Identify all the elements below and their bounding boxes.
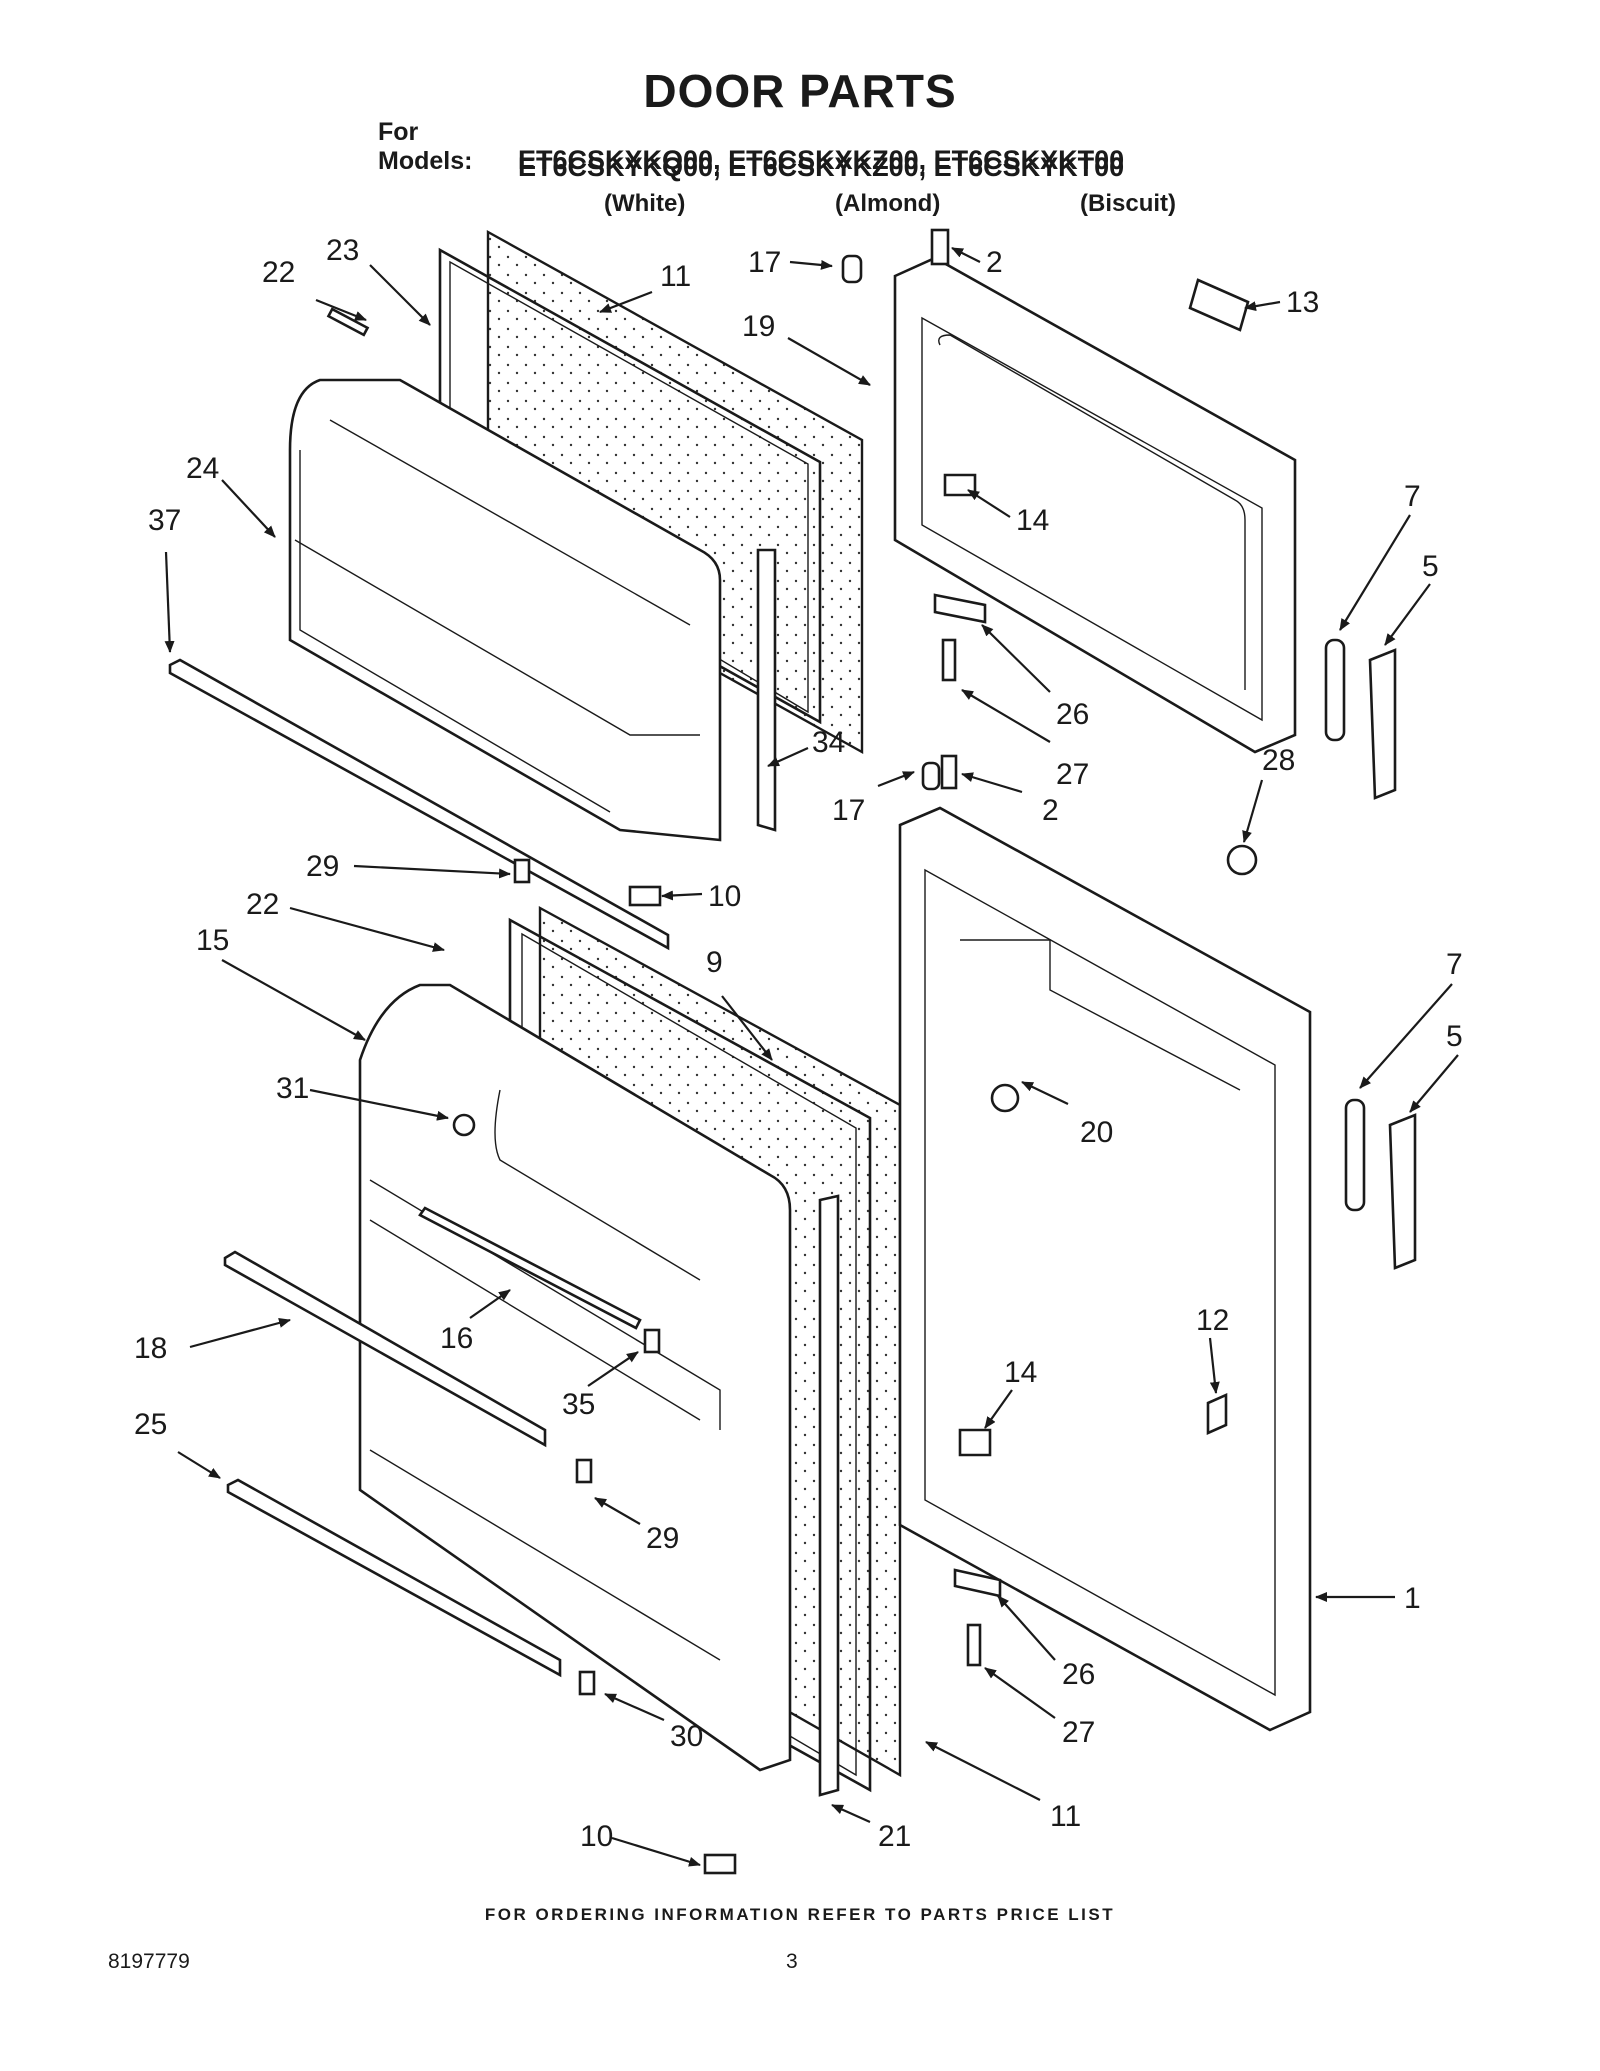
fresh-food-inner-liner [358,983,792,1772]
fresh-food-outer-door [628,754,1417,1875]
callout-7: 7 [1404,480,1421,513]
callout-22: 22 [262,256,295,289]
screw-10-lower [703,1853,737,1875]
callout-27: 27 [1062,1716,1095,1749]
callout-12: 12 [1196,1304,1229,1337]
callout-24: 24 [186,452,219,485]
fresh-food-handle-gasket [1344,1098,1366,1212]
freezer-bar-end-cap [513,858,531,884]
freezer-hinge-screw [941,638,957,682]
ordering-note: FOR ORDERING INFORMATION REFER TO PARTS … [484,1905,1116,1924]
callout-14: 14 [1004,1356,1037,1389]
leader-lines [164,247,1459,1867]
fresh-food-door-handle [1388,1113,1417,1270]
callout-14: 14 [1016,504,1049,537]
callout-16: 16 [440,1322,473,1355]
callout-17: 17 [832,794,865,827]
door-stop-31 [452,1113,476,1137]
hinge-cover-12 [1206,1392,1228,1436]
freezer-door-handle [1368,648,1397,800]
callout-30: 30 [670,1720,703,1753]
document-number: 8197779 [108,1950,190,1973]
fresh-food-hinge-pin [921,761,941,791]
fresh-food-hinge-screw [966,1623,982,1667]
fresh-food-shelf-bar-upper [223,1250,547,1448]
freezer-retainer-strip [326,307,370,337]
callout-labels: 22 23 11 17 2 13 19 24 37 14 7 5 26 27 3… [134,234,1463,1853]
freezer-top-hinge-screw [930,228,950,266]
callout-29: 29 [306,850,339,883]
callout-5: 5 [1446,1020,1463,1053]
bar-end-cap-35 [643,1328,661,1354]
callout-31: 31 [276,1072,309,1105]
color-biscuit: (Biscuit) [1080,190,1176,217]
model-list: For Models: ET6CSKXKQ00, ET6CSKXKZ00, ET6… [378,118,1125,182]
callout-2: 2 [986,246,1003,279]
callout-13: 13 [1286,286,1319,319]
screw-10-upper [628,885,662,907]
fresh-food-hinge-bracket [958,1428,992,1457]
freezer-bottom-hinge [933,593,987,624]
callout-11: 11 [1050,1800,1081,1833]
page-number: 3 [786,1950,798,1973]
model-line-1: ET6CSKXKQ00, ET6CSKXKZ00, ET6CSKXKT00 [518,145,1125,175]
callout-27: 27 [1056,758,1089,791]
fresh-food-top-hinge-screw [940,754,958,790]
fresh-food-shelf-bar-lower [226,1478,562,1678]
callout-11: 11 [660,260,691,293]
callout-20: 20 [1080,1116,1113,1149]
callout-26: 26 [1062,1658,1095,1691]
callout-10: 10 [580,1820,613,1853]
fresh-food-liner-trim [818,1194,840,1797]
callout-29: 29 [646,1522,679,1555]
freezer-liner-trim [756,548,777,832]
callout-25: 25 [134,1408,167,1441]
callout-28: 28 [1262,744,1295,777]
model-line-2: ET6CSKYKQ00, ET6CSKYKZ00, ET6CSKYKT00 [518,152,1125,182]
callout-2: 2 [1042,794,1059,827]
callout-1: 1 [1404,1582,1421,1615]
freezer-handle-gasket [1324,638,1346,742]
bar-end-cap-29 [575,1458,593,1484]
header: DOOR PARTS For Models: ET6CSKXKQ00, ET6CS… [0,0,1600,230]
callout-35: 35 [562,1388,595,1421]
callout-10: 10 [708,880,741,913]
callout-26: 26 [1056,698,1089,731]
callout-7: 7 [1446,948,1463,981]
callout-9: 9 [706,946,723,979]
callout-23: 23 [326,234,359,267]
freezer-door-assembly [168,229,864,951]
freezer-hinge-pin [841,254,863,284]
fresh-food-door-panel [898,806,1312,1732]
color-white: (White) [604,190,686,217]
callout-18: 18 [134,1332,167,1365]
callout-5: 5 [1422,550,1439,583]
bar-end-cap-30 [578,1670,596,1696]
hinge-plug-28 [1226,844,1258,876]
page-title: DOOR PARTS [643,65,957,117]
models-label: For Models: [378,118,473,175]
callout-21: 21 [878,1820,911,1853]
dairy-door-bar [418,1206,642,1330]
door-stop-20 [990,1083,1020,1113]
callout-19: 19 [742,310,775,343]
freezer-outer-door [841,228,1397,800]
callout-37: 37 [148,504,181,537]
fresh-food-door-assembly [223,905,902,1797]
label-plate [1188,278,1250,332]
freezer-shelf-bar [168,658,670,951]
callout-15: 15 [196,924,229,957]
callout-34: 34 [812,726,845,759]
callout-22: 22 [246,888,279,921]
callout-17: 17 [748,246,781,279]
color-almond: (Almond) [835,190,941,217]
